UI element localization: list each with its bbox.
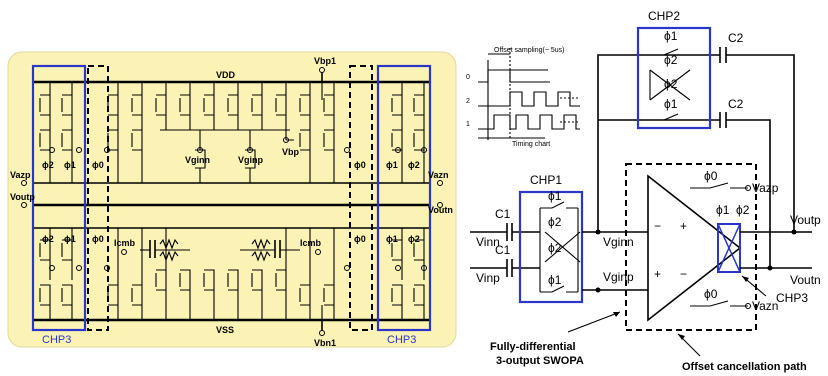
chp1-phi2-b: ϕ2 [548, 241, 562, 255]
timing-chart: Offset sampling(~ 5us) 0 2 1 Timing char… [466, 47, 580, 148]
cmfb-network-right [240, 238, 300, 262]
plus-bottom: + [654, 267, 661, 281]
schematic-background [7, 51, 457, 348]
chp3-box [717, 223, 741, 273]
vss-label: VSS [216, 325, 234, 335]
icmb-right-label: Icmb [300, 238, 322, 248]
swopa-triangle [647, 174, 742, 322]
vazn-label: Vazn [752, 299, 778, 313]
chp1-switches [539, 201, 581, 293]
voutp-label: Voutp [790, 213, 821, 227]
phi1-label: ϕ1 [64, 160, 76, 170]
c1-top-label: C1 [495, 207, 511, 221]
chp2-phi1-top: ϕ1 [664, 29, 678, 43]
vinp-label: Vinp [476, 271, 500, 285]
phi2-label: ϕ2 [408, 160, 420, 170]
timing-row-0: 0 [466, 74, 470, 81]
chp3-box-left [31, 64, 87, 332]
voutp-label: Voutp [10, 192, 35, 202]
vazp-label: Vazp [10, 170, 31, 180]
vginp-label: Vginp [238, 155, 263, 165]
chp1-box [518, 190, 584, 304]
phi0-label: ϕ0 [92, 234, 104, 244]
chp2-box [636, 26, 712, 130]
swopa-pointer [567, 311, 621, 333]
vbn1-label: Vbn1 [314, 338, 336, 348]
cmfb-network-left [140, 238, 190, 262]
phi1-label: ϕ1 [386, 234, 398, 244]
chp2-phi1-bottom: ϕ1 [664, 97, 678, 111]
phi1-label: ϕ1 [386, 160, 398, 170]
chp2-label: CHP2 [648, 9, 680, 23]
feedback-wire-top [597, 54, 720, 232]
voutn-label: Voutn [790, 273, 821, 287]
vdd-label: VDD [216, 70, 236, 80]
timing-caption: Timing chart [512, 141, 550, 148]
block-diagram: CHP2 CHP1 CHP3 C2 C2 C1 C1 Vinn Vinp Vgi… [470, 9, 821, 373]
offset-cancellation-box [625, 163, 757, 331]
timing-row-2: 2 [466, 98, 470, 105]
voutn-label: Voutn [428, 205, 453, 215]
swopa-label-line2: 3-output SWOPA [496, 355, 584, 367]
chp3-phi1-label: ϕ1 [716, 203, 730, 217]
chp3-phi2-label: ϕ2 [736, 203, 750, 217]
phi0-bottom-label: ϕ0 [704, 287, 718, 301]
swopa-label-line1: Fully-differential [490, 341, 576, 353]
chp2-phi2-a: ϕ2 [664, 53, 678, 67]
phi0-box-right [349, 65, 373, 331]
phi2-label: ϕ2 [42, 234, 54, 244]
transistor-schematic: VDD VSS Vbp1 Vbn1 Vbp Vginn Vginp Vazp V… [7, 51, 457, 348]
vazn-label: Vazn [428, 170, 449, 180]
phi0-label: ϕ0 [354, 160, 366, 170]
timing-title: Offset sampling(~ 5us) [494, 47, 565, 54]
chp3-left-label: CHP3 [42, 334, 71, 346]
c1-bottom-label: C1 [495, 243, 511, 257]
c2-bottom-label: C2 [728, 97, 744, 111]
offset-path-label: Offset cancellation path [682, 361, 807, 373]
minus-top: − [654, 219, 661, 233]
vginp-label: Vginp [603, 270, 634, 284]
chp2-switches [649, 48, 696, 121]
vbp-label: Vbp [282, 147, 300, 157]
chp3-label: CHP3 [776, 291, 808, 305]
chp3-box-right [376, 64, 432, 332]
phi0-label: ϕ0 [354, 234, 366, 244]
minus-bottom: − [680, 267, 687, 281]
chp1-phi2-a: ϕ2 [548, 215, 562, 229]
chp2-phi2-b: ϕ2 [664, 77, 678, 91]
phi2-label: ϕ2 [42, 160, 54, 170]
chp1-label: CHP1 [530, 173, 562, 187]
vazp-label: Vazp [752, 181, 779, 195]
phi0-top-label: ϕ0 [704, 169, 718, 183]
phi1-label: ϕ1 [64, 234, 76, 244]
c2-bottom-return [726, 119, 771, 268]
phi0-label: ϕ0 [92, 160, 104, 170]
switch-symbols [21, 67, 443, 336]
vginn-label: Vginn [185, 155, 210, 165]
c2-top-label: C2 [728, 31, 744, 45]
phi0-box-left [87, 65, 109, 331]
vinn-label: Vinn [476, 235, 500, 249]
transistor-array-top [39, 82, 425, 183]
vginn-label: Vginn [603, 235, 634, 249]
c2-top-return [726, 54, 795, 232]
chp3-right-label: CHP3 [387, 334, 416, 346]
chp1-phi1-bottom: ϕ1 [548, 273, 562, 287]
plus-top: + [680, 219, 687, 233]
phi2-label: ϕ2 [408, 234, 420, 244]
icmb-left-label: Icmb [114, 238, 136, 248]
vbp1-label: Vbp1 [314, 56, 336, 66]
chp1-phi1-top: ϕ1 [548, 189, 562, 203]
timing-row-1: 1 [466, 121, 470, 128]
